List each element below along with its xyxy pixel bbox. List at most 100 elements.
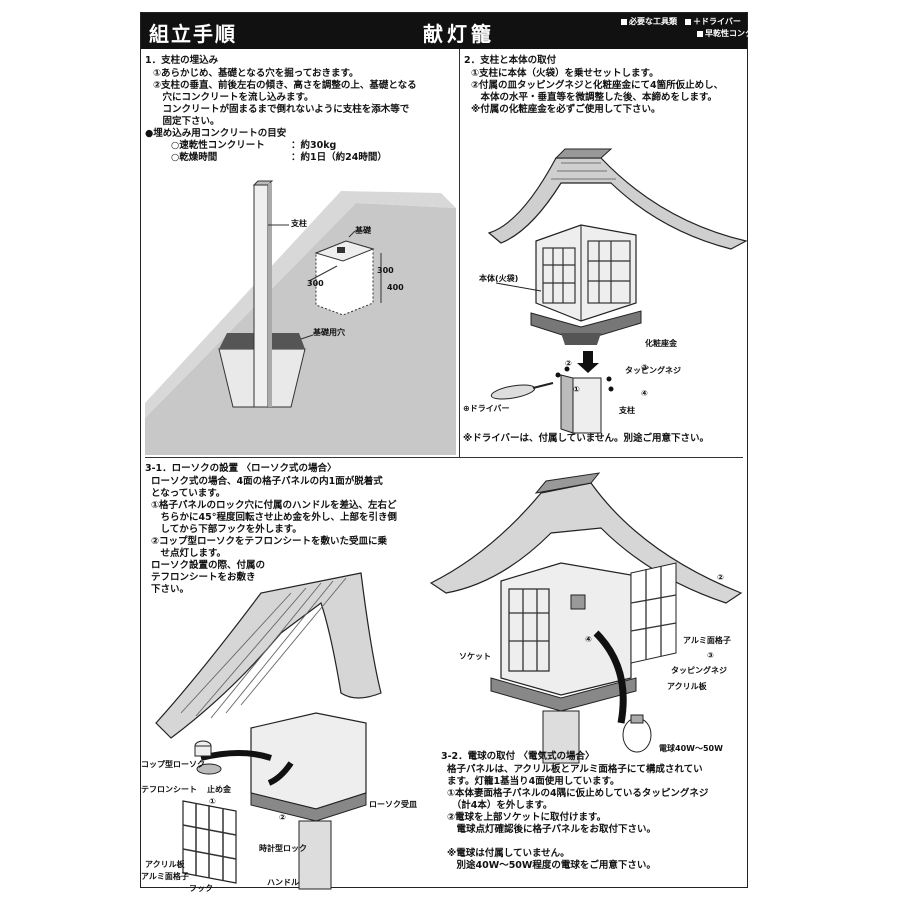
driver-note: ※ドライバーは、付属していません。別途ご用意下さい。: [463, 433, 709, 444]
lantern-mount-illustration: [487, 148, 748, 434]
label-base: 基礎: [355, 226, 371, 235]
num-1-b: ①: [209, 797, 216, 806]
label-lock: 時計型ロック: [259, 844, 307, 853]
lattice-panel: [630, 562, 677, 664]
post-side: [560, 374, 574, 434]
ground-plane: [145, 203, 456, 455]
post-top: [252, 180, 274, 186]
bullet-square-icon: [697, 30, 703, 37]
label-bulb: 電球40W～50W: [659, 744, 723, 753]
num-4-c: ④: [585, 635, 592, 644]
section32-line: 別途40W～50W程度の電球をご用意下さい。: [447, 860, 656, 871]
section31-line: ローソク設置の際、付属の: [151, 560, 266, 571]
product-title: 献灯籠: [423, 22, 495, 46]
roof-ribs: [551, 162, 616, 180]
section31-line: となっています。: [151, 488, 226, 499]
section32-line: ます。灯籠1基当り4面使用しています。: [447, 776, 620, 787]
section2-line: ※付属の化粧座金を必ずご使用して下さい。: [471, 104, 661, 115]
dim-300-a: 300: [307, 279, 324, 288]
section1-dry-label: ○乾燥時間: [171, 152, 218, 163]
foundation-box-socket: [337, 247, 345, 253]
ground-edge: [145, 191, 456, 418]
assembly-title: 組立手順: [149, 22, 237, 46]
section1-concrete-heading: ●埋め込み用コンクリートの目安: [145, 128, 287, 139]
header-bar: 組立手順 献灯籠 必要な工具類 ＋ドライバー 早乾性コンクリート: [141, 13, 777, 49]
num-2: ②: [565, 359, 572, 368]
tool-driver: ＋ドライバー: [685, 16, 741, 28]
section31-line: 下さい。: [151, 584, 190, 595]
lattice: [542, 240, 631, 304]
label-alumi: アルミ面格子: [141, 872, 189, 881]
leader-line: [495, 282, 542, 292]
section32-line: ①本体妻面格子パネルの4隅に仮止めしているタッピングネジ: [447, 788, 709, 799]
label-socket: ソケット: [459, 652, 491, 661]
label-tray: ローソク受皿: [369, 800, 417, 809]
dim-300-b: 300: [377, 266, 394, 275]
dim-400: 400: [387, 283, 404, 292]
tools-title: 必要な工具類: [621, 16, 677, 28]
leader-line: [348, 230, 356, 238]
section1-line: ②支柱の垂直、前後左右の傾き、高さを調整の上、基礎となる: [153, 80, 417, 91]
roof-ridge: [534, 472, 601, 494]
lattice: [630, 566, 677, 659]
section31-line: せ点灯します。: [151, 548, 227, 559]
lattice: [508, 588, 550, 672]
num-4: ④: [641, 389, 648, 398]
socket-icon: [570, 594, 586, 610]
label-acrylic-2: アクリル板: [667, 682, 707, 691]
num-3: ③: [641, 363, 648, 372]
section31-line: テフロンシートをお敷き: [151, 572, 256, 583]
section32-line: 格子パネルは、アクリル板とアルミ面格子にて構成されてい: [447, 764, 703, 775]
post: [253, 184, 269, 408]
tool-concrete: 早乾性コンクリート: [697, 28, 777, 40]
label-stopper: 止め金: [207, 785, 231, 794]
label-washer: 化粧座金: [645, 339, 677, 348]
screw-icons: [555, 366, 614, 392]
label-screw-2: タッピングネジ: [671, 666, 727, 675]
label-post-2: 支柱: [619, 406, 635, 415]
lattice: [182, 803, 237, 881]
bullet-square-icon: [685, 18, 691, 25]
section1-dry-value: ：約1日（約24時間）: [291, 152, 387, 163]
post: [542, 710, 580, 764]
lantern-base: [530, 310, 642, 342]
dim-line: [308, 265, 338, 282]
divider-horizontal: [145, 457, 743, 458]
lantern-body: [500, 562, 632, 696]
section32-line: （計4本）を外します。: [447, 800, 553, 811]
label-hole: 基礎用穴: [313, 328, 345, 337]
lantern-foot: [561, 333, 601, 345]
candle-cup: [194, 745, 212, 757]
label-post: 支柱: [291, 219, 307, 228]
section31-line: ちらかに45°程度回転させ止め金を外し、上部を引き倒: [151, 512, 397, 523]
section31-line: ②コップ型ローソクをテフロンシートを敷いた受皿に乗: [151, 536, 388, 547]
label-alumi-2: アルミ面格子: [683, 636, 731, 645]
section2-line: ②付属の皿タッピングネジと化粧座金にて4箇所仮止めし、: [471, 80, 724, 91]
section31-line: してから下部フックを外します。: [151, 524, 302, 535]
roof-ribs: [180, 577, 347, 719]
num-2-b: ②: [279, 813, 286, 822]
section1-concrete-label: ○速乾性コンクリート: [171, 140, 265, 151]
num-1: ①: [573, 385, 580, 394]
bullet-square-icon: [621, 18, 627, 25]
section2-line: 本体の水平・垂直等を微調整した後、本締めをします。: [471, 92, 718, 103]
tools-list: 必要な工具類 ＋ドライバー 早乾性コンクリート: [621, 16, 777, 40]
section1-line: 穴にコンクリートを流し込みます。: [153, 92, 314, 103]
label-cup: コップ型ローソク: [141, 760, 205, 769]
lantern-roof: [155, 572, 382, 739]
label-handle: ハンドル: [267, 878, 299, 887]
num-2-c: ②: [717, 573, 724, 582]
post: [298, 820, 332, 890]
curved-arrow-icon: [267, 761, 294, 786]
num-3-c: ③: [707, 651, 714, 660]
label-hook: フック: [189, 884, 213, 893]
section31-line: ローソク式の場合、4面の格子パネルの内1面が脱着式: [151, 476, 383, 487]
divider-vertical: [459, 49, 460, 457]
section32-line: ※電球は付属していません。: [447, 848, 570, 859]
section1-heading: 1．支柱の埋込み: [145, 55, 219, 66]
section31-heading: 3-1．ローソクの設置 〈ローソク式の場合〉: [145, 463, 337, 474]
label-driver: ⊕ドライバー: [463, 404, 510, 413]
lantern-base: [250, 792, 367, 822]
section31-line: ①格子パネルのロック穴に付属のハンドルを差込、左右ど: [151, 500, 397, 511]
screwdriver-icon: [490, 382, 554, 400]
